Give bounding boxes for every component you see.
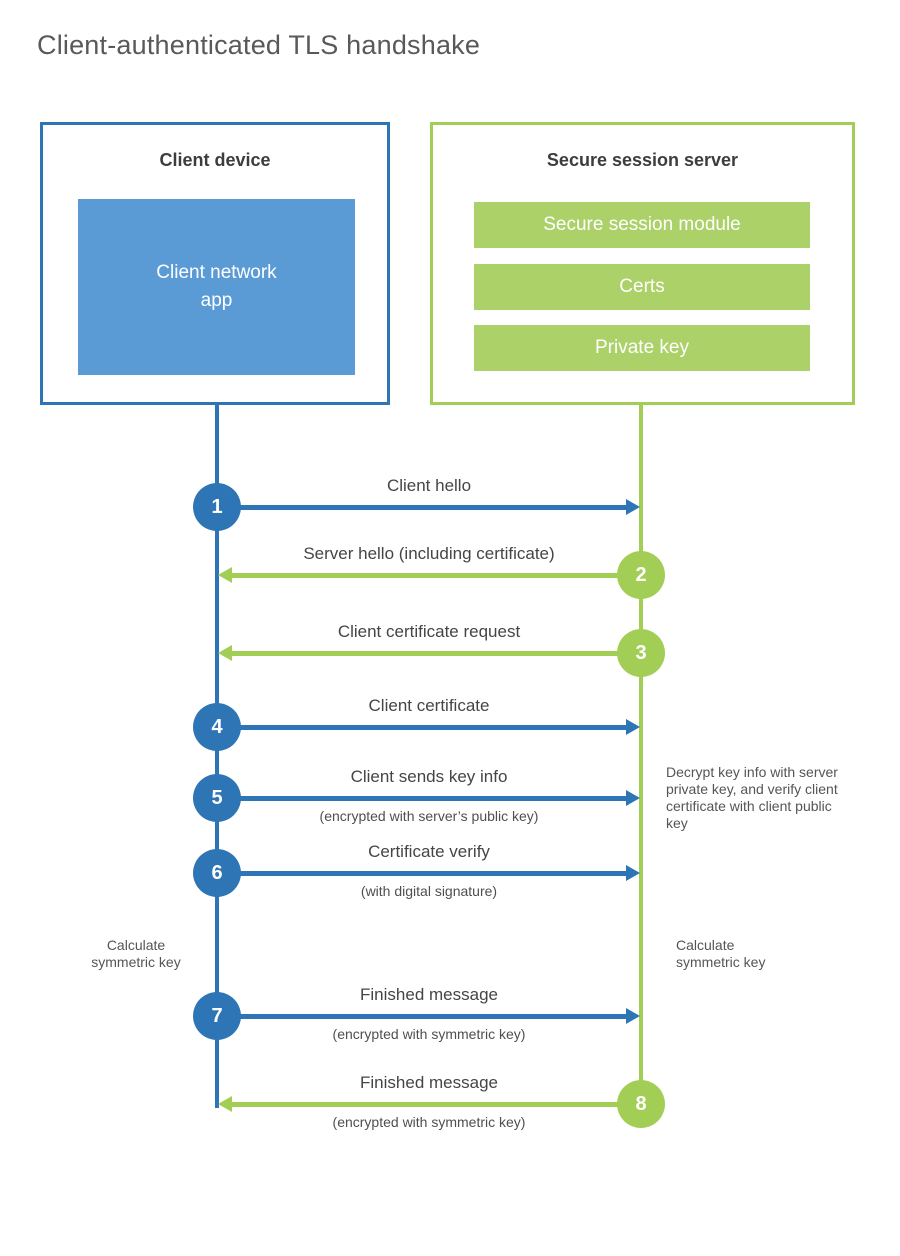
message-label: Client certificate bbox=[368, 696, 490, 715]
arrowhead-icon bbox=[218, 567, 232, 583]
step-number-badge: 3 bbox=[617, 629, 665, 677]
server-module-bar: Secure session module bbox=[474, 202, 810, 248]
arrowhead-icon bbox=[626, 1008, 640, 1024]
message-sublabel: (encrypted with server’s public key) bbox=[319, 808, 539, 824]
calculate-symmetric-key-client: Calculate symmetric key bbox=[91, 937, 181, 970]
client-lifeline bbox=[215, 405, 219, 1108]
message-sublabel: (with digital signature) bbox=[360, 883, 498, 899]
message-label: Finished message bbox=[360, 985, 498, 1004]
calculate-symmetric-key-server: Calculate symmetric key bbox=[676, 937, 766, 970]
secure-session-server-box: Secure session server Secure session mod… bbox=[430, 122, 855, 405]
arrow-right-icon bbox=[217, 790, 640, 806]
step-number-badge: 1 bbox=[193, 483, 241, 531]
message-label: Certificate verify bbox=[368, 842, 490, 861]
client-network-app-box: Client network app bbox=[78, 199, 355, 375]
decrypt-key-note: Decrypt key info with server private key… bbox=[666, 764, 838, 831]
client-device-title: Client device bbox=[159, 150, 271, 170]
arrow-right-icon bbox=[217, 719, 640, 735]
server-lifeline bbox=[639, 405, 643, 1105]
message-label: Client hello bbox=[386, 476, 472, 495]
arrow-right-icon bbox=[217, 1008, 640, 1024]
client-device-box: Client device Client network app bbox=[40, 122, 390, 405]
arrow-right-icon bbox=[217, 499, 640, 515]
message-label: Server hello (including certificate) bbox=[303, 544, 555, 563]
step-number-badge: 2 bbox=[617, 551, 665, 599]
arrowhead-icon bbox=[626, 790, 640, 806]
arrow-left-icon bbox=[218, 1096, 641, 1112]
message-label: Client sends key info bbox=[350, 767, 508, 786]
arrow-right-icon bbox=[217, 865, 640, 881]
step-number-badge: 5 bbox=[193, 774, 241, 822]
message-label: Finished message bbox=[360, 1073, 498, 1092]
page-title: Client-authenticated TLS handshake bbox=[37, 30, 481, 60]
arrowhead-icon bbox=[218, 1096, 232, 1112]
arrow-left-icon bbox=[218, 645, 641, 661]
server-module-bar: Certs bbox=[474, 264, 810, 310]
secure-session-server-title: Secure session server bbox=[546, 150, 739, 170]
server-module-bar: Private key bbox=[474, 325, 810, 371]
arrow-left-icon bbox=[218, 567, 641, 583]
arrowhead-icon bbox=[626, 499, 640, 515]
message-label: Client certificate request bbox=[337, 622, 521, 641]
message-sublabel: (encrypted with symmetric key) bbox=[332, 1026, 526, 1042]
arrowhead-icon bbox=[626, 865, 640, 881]
step-number-badge: 7 bbox=[193, 992, 241, 1040]
arrowhead-icon bbox=[626, 719, 640, 735]
message-sublabel: (encrypted with symmetric key) bbox=[332, 1114, 526, 1130]
client-network-app-label: Client network app bbox=[156, 262, 277, 311]
arrowhead-icon bbox=[218, 645, 232, 661]
step-number-badge: 6 bbox=[193, 849, 241, 897]
step-number-badge: 4 bbox=[193, 703, 241, 751]
step-number-badge: 8 bbox=[617, 1080, 665, 1128]
